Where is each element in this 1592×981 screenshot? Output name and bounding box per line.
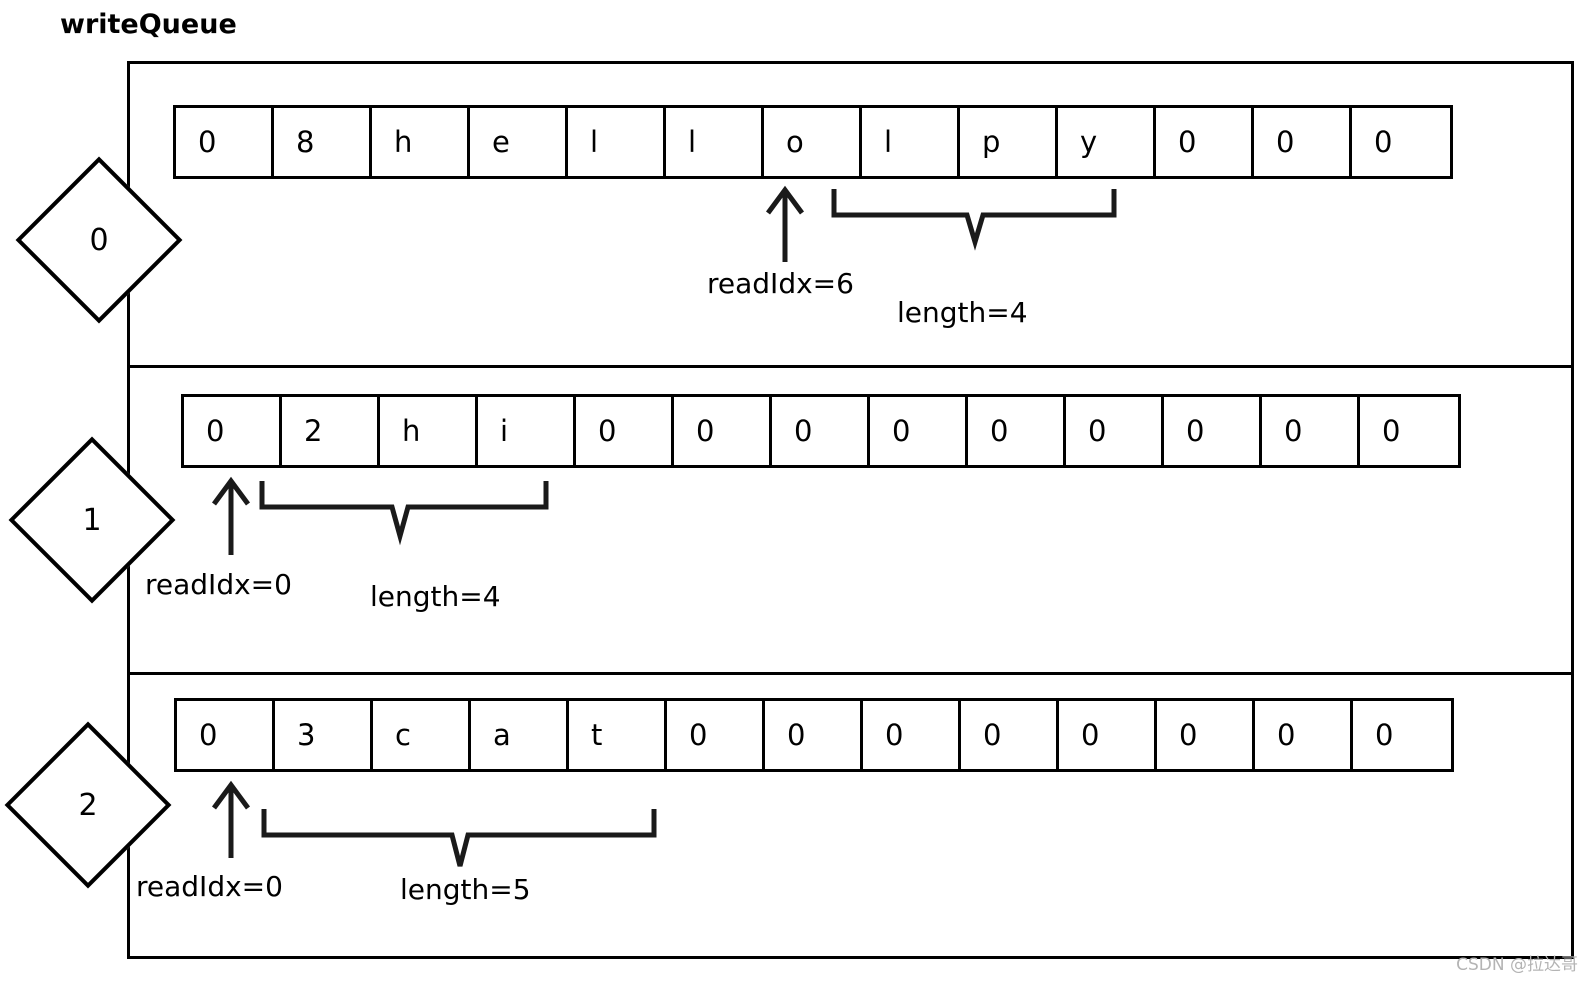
buffer-strip-slot-1: 0 2 h i 0 0 0 0 0 0 0 0 0 [181,394,1461,468]
length-label-slot-1: length=4 [370,580,501,613]
buffer-cell: h [372,108,470,176]
buffer-cell: 0 [1156,108,1254,176]
buffer-cell: 0 [968,397,1066,465]
buffer-cell: 0 [1374,124,1393,159]
buffer-cell: 0 [184,397,282,465]
buffer-cell: 0 [772,397,870,465]
slot-index-label-2: 2 [78,787,98,823]
buffer-cell: 0 [576,397,674,465]
write-queue-container [127,61,1574,959]
buffer-cell: e [470,108,568,176]
buffer-cell: c [373,701,471,769]
length-label-slot-2: length=5 [400,873,531,906]
length-label-slot-0: length=4 [897,296,1028,329]
buffer-cell: 0 [1382,413,1401,448]
row-separator-1 [130,365,1571,368]
buffer-cell: 0 [870,397,968,465]
buffer-cell: 0 [1375,717,1394,752]
buffer-cell: 0 [1059,701,1157,769]
buffer-cell: 8 [274,108,372,176]
page-title: writeQueue [60,9,237,40]
watermark: CSDN @拉达哥 [1456,955,1578,975]
buffer-cell: t [569,701,667,769]
buffer-cell: a [471,701,569,769]
buffer-cell: 3 [275,701,373,769]
buffer-cell: p [960,108,1058,176]
buffer-cell: 0 [674,397,772,465]
buffer-cell: 0 [1255,701,1353,769]
buffer-cell: 0 [1066,397,1164,465]
buffer-cell: l [568,108,666,176]
buffer-cell: 0 [961,701,1059,769]
readidx-label-slot-0: readIdx=6 [707,267,854,300]
slot-index-label-0: 0 [89,222,109,258]
buffer-cell: 0 [1262,397,1360,465]
buffer-cell: 0 [1164,397,1262,465]
buffer-cell: 0 [863,701,961,769]
buffer-cell: 2 [282,397,380,465]
buffer-cell: o [764,108,862,176]
buffer-cell: 0 [1254,108,1352,176]
slot-index-label-1: 1 [82,502,102,538]
buffer-cell: 0 [1157,701,1255,769]
buffer-cell: l [862,108,960,176]
buffer-cell: l [666,108,764,176]
buffer-cell: h [380,397,478,465]
readidx-label-slot-1: readIdx=0 [145,568,292,601]
buffer-cell: 0 [177,701,275,769]
buffer-strip-slot-0: 0 8 h e l l o l p y 0 0 0 [173,105,1453,179]
buffer-cell: y [1058,108,1156,176]
buffer-strip-slot-2: 0 3 c a t 0 0 0 0 0 0 0 0 [174,698,1454,772]
row-separator-2 [130,672,1571,675]
buffer-cell: 0 [176,108,274,176]
buffer-cell: 0 [765,701,863,769]
buffer-cell: 0 [667,701,765,769]
buffer-cell: i [478,397,576,465]
readidx-label-slot-2: readIdx=0 [136,870,283,903]
